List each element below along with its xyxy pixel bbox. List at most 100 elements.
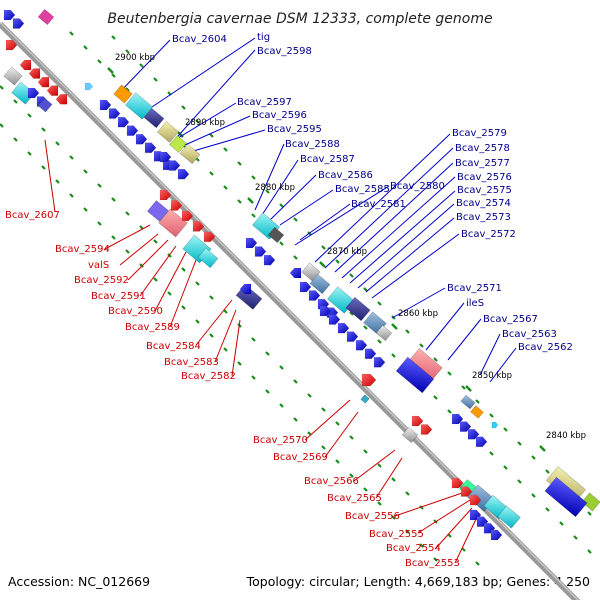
leader-line [169, 49, 256, 146]
gene-arrow [159, 189, 172, 201]
gene-arrow [28, 68, 41, 79]
gene-arrow [361, 373, 377, 387]
gene-label[interactable]: Bcav_2594 [55, 244, 110, 255]
gc-dot [349, 311, 354, 316]
leader-line [447, 318, 482, 361]
gene-label[interactable]: Bcav_2589 [125, 322, 180, 333]
gene-label[interactable]: Bcav_2554 [386, 543, 441, 554]
gene-label[interactable]: Bcav_2587 [300, 154, 355, 165]
gene-label[interactable]: Bcav_2575 [457, 185, 512, 196]
gc-dot [55, 141, 60, 146]
gene-label[interactable]: Bcav_2592 [74, 275, 129, 286]
gc-dot [209, 295, 214, 300]
gene-arrow [451, 413, 464, 425]
gc-dot [125, 249, 130, 254]
gene-label[interactable]: Bcav_2582 [181, 371, 236, 382]
leader-line [454, 514, 479, 564]
gene-label[interactable]: Bcav_2578 [455, 143, 510, 154]
gene-label[interactable]: ileS [466, 298, 484, 309]
gene-label[interactable]: Bcav_2572 [461, 229, 516, 240]
gene-label[interactable]: Bcav_2591 [91, 291, 146, 302]
gene-label[interactable]: Bcav_2577 [455, 158, 510, 169]
gene-label[interactable]: Bcav_2569 [273, 452, 328, 463]
gene-label[interactable]: Bcav_2590 [108, 306, 163, 317]
scale-tick [391, 323, 398, 330]
gene-label[interactable]: Bcav_2556 [345, 511, 400, 522]
gc-dot [27, 113, 32, 118]
accession-label: Accession: NC_012669 [8, 574, 150, 589]
gene-label[interactable]: Bcav_2584 [146, 341, 201, 352]
gene-label[interactable]: Bcav_2567 [483, 314, 538, 325]
gc-dot [405, 491, 410, 496]
gene-label[interactable]: Bcav_2553 [405, 558, 460, 569]
gene-label[interactable]: tig [257, 32, 270, 43]
gene-label[interactable]: Bcav_2596 [252, 110, 307, 121]
gene-arrow [337, 322, 350, 334]
leader-line [324, 147, 454, 269]
gene-label[interactable]: Bcav_2574 [456, 198, 511, 209]
gc-dot [349, 435, 354, 440]
gc-dot [209, 171, 214, 176]
gc-dot [251, 375, 256, 380]
gc-dot [69, 155, 74, 160]
leader-line [184, 115, 251, 146]
gene-block [581, 492, 600, 512]
gc-dot [335, 421, 340, 426]
gene-label[interactable]: Bcav_2570 [253, 435, 308, 446]
leader-line [195, 299, 233, 346]
gc-dot [111, 73, 116, 78]
gene-label[interactable]: Bcav_2571 [447, 283, 502, 294]
gc-dot [83, 45, 88, 50]
gc-dot [321, 245, 326, 250]
gene-block [169, 135, 187, 153]
gene-label[interactable]: Bcav_2573 [456, 212, 511, 223]
gene-arrow [420, 424, 433, 435]
scale-tick-labels: 2900 kbp 2890 kbp 2880 kbp 2870 kbp 2860… [115, 53, 586, 441]
gc-dot [419, 343, 424, 348]
leader-line [371, 233, 460, 299]
gene-arrow [181, 210, 194, 222]
gene-label[interactable]: Bcav_2588 [285, 139, 340, 150]
gene-label[interactable]: Bcav_2563 [502, 329, 557, 340]
gc-dot [391, 515, 396, 520]
gc-dot [251, 175, 256, 180]
gene-label[interactable]: Bcav_2598 [257, 46, 312, 57]
gene-label[interactable]: Bcav_2555 [369, 529, 424, 540]
gc-dot [517, 479, 522, 484]
label-leader-lines [44, 37, 517, 564]
gene-label[interactable]: valS [88, 260, 109, 271]
gene-label[interactable]: Bcav_2566 [304, 476, 359, 487]
gene-block [401, 426, 419, 444]
gene-label[interactable]: Bcav_2579 [452, 128, 507, 139]
gene-label[interactable]: Bcav_2586 [318, 170, 373, 181]
gc-dot [153, 239, 158, 244]
leader-line [435, 507, 473, 549]
gene-block [470, 405, 484, 419]
gc-dot [13, 137, 18, 142]
gene-arrow [84, 82, 94, 91]
gc-dot [209, 133, 214, 138]
gene-label[interactable]: Bcav_2607 [5, 210, 60, 221]
gc-dot [41, 165, 46, 170]
gc-dot [349, 473, 354, 478]
gc-dot [545, 507, 550, 512]
leader-line [304, 399, 351, 441]
gene-label[interactable]: Bcav_2604 [172, 34, 227, 45]
leader-line [169, 259, 197, 328]
gene-label[interactable]: Bcav_2585 [335, 184, 390, 195]
leader-line [154, 251, 187, 312]
gene-label[interactable]: Bcav_2595 [267, 124, 322, 135]
gene-label[interactable]: Bcav_2583 [164, 357, 219, 368]
gene-block [197, 247, 219, 269]
gc-dot [447, 409, 452, 414]
gc-dot [293, 217, 298, 222]
gene-label[interactable]: Bcav_2581 [351, 199, 406, 210]
leader-line [324, 411, 359, 458]
gene-label[interactable]: Bcav_2576 [457, 172, 512, 183]
gene-label[interactable]: Bcav_2597 [237, 97, 292, 108]
leader-line [425, 302, 465, 351]
gene-label[interactable]: Bcav_2565 [327, 493, 382, 504]
gene-label[interactable]: Bcav_2580 [390, 181, 445, 192]
gc-dot [265, 351, 270, 356]
gene-label[interactable]: Bcav_2562 [518, 342, 573, 353]
